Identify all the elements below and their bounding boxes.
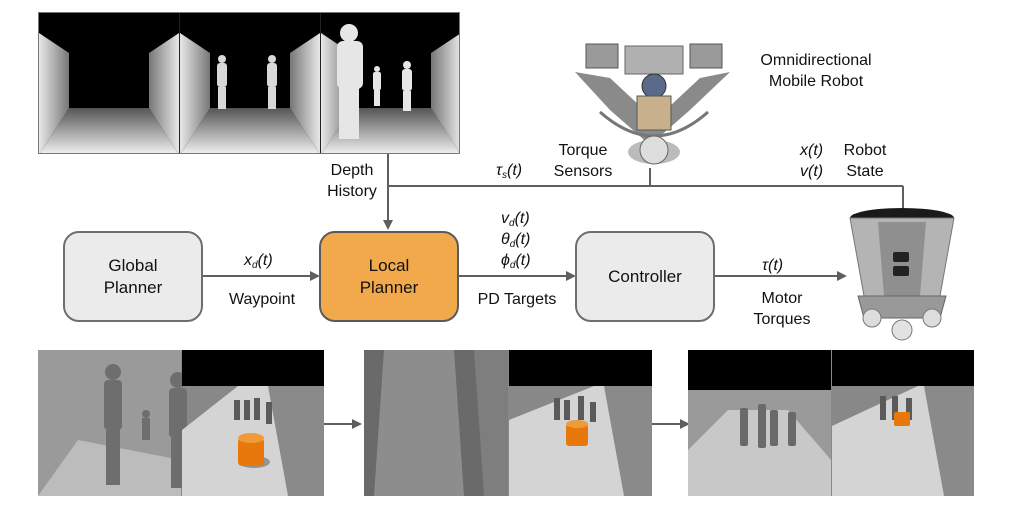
x-d-label: xd(t) [244,252,273,271]
sim-frame-2-image [364,350,652,496]
depth-frame-3 [321,13,459,153]
v-t-label: v(t) [800,163,824,180]
phi-d-label: ϕd(t) [501,252,531,271]
waypoint-label: Waypoint [228,291,296,308]
global-planner-label: Global Planner [103,255,163,297]
sim-frame-2 [364,350,652,496]
v-d-label: vd(t) [501,210,530,229]
depth-history-label: Depth History [327,162,377,200]
local-planner-label: Local Planner [359,255,419,297]
sim-frame-1 [38,350,324,496]
robot-state-label: Robot State [843,142,887,180]
global-planner-block: Global Planner [63,231,203,322]
local-planner-block: Local Planner [319,231,459,322]
sim-frame-1-image [38,350,324,496]
controller-label: Controller [608,266,682,286]
torque-sensors-label: Torque Sensors [553,142,613,180]
pd-targets-label: PD Targets [477,291,557,308]
sim-frame-3 [688,350,974,496]
depth-frame-images [39,13,459,153]
tau-s-label: τs(t) [496,162,523,181]
theta-d-label: θd(t) [501,231,531,250]
sim-frame-3-image [688,350,974,496]
depth-history-strip [38,12,460,154]
x-t-label: x(t) [800,142,824,159]
tau-t-label: τ(t) [762,257,784,274]
depth-frame-2 [180,13,320,153]
omnidirectional-robot-label: Omnidirectional Mobile Robot [760,52,872,90]
motor-torques-label: Motor Torques [753,290,811,328]
controller-block: Controller [575,231,715,322]
depth-frame-1 [39,13,179,153]
